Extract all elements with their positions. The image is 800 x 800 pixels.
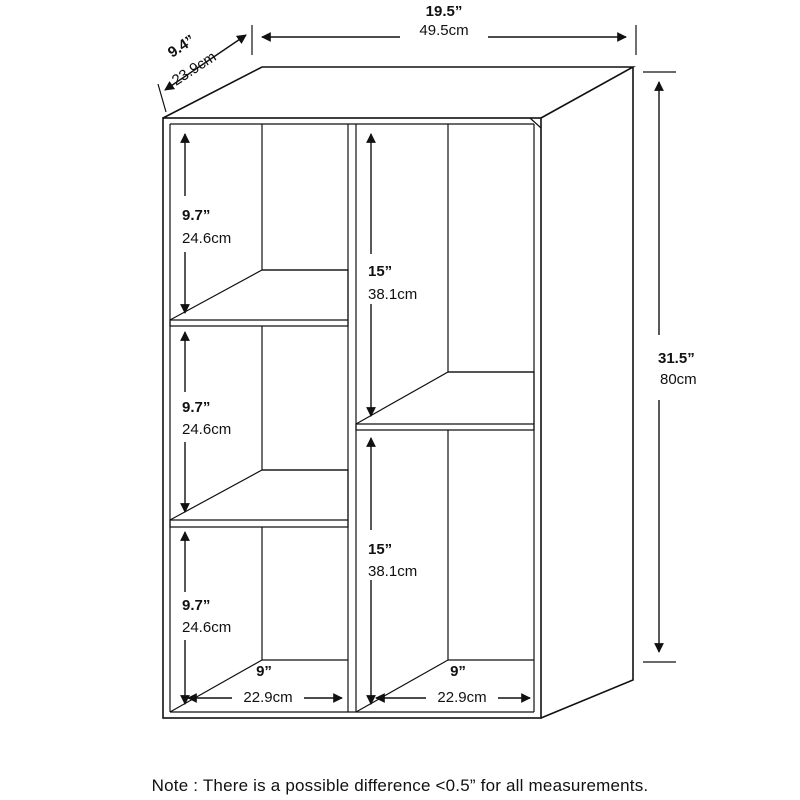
height-cm: 80cm xyxy=(660,371,697,388)
right-cubby-2-inches: 15” xyxy=(368,541,392,558)
cubby-width-dimensions: 9” 22.9cm 9” 22.9cm xyxy=(187,663,531,706)
right-width-inches: 9” xyxy=(450,663,466,680)
right-cubby-1-inches: 15” xyxy=(368,263,392,280)
width-inches: 19.5” xyxy=(426,3,463,20)
left-cubby-2-cm: 24.6cm xyxy=(182,421,231,438)
cabinet-side xyxy=(540,67,634,719)
left-width-inches: 9” xyxy=(256,663,272,680)
measurement-note: Note : There is a possible difference <0… xyxy=(151,776,649,795)
right-width-cm: 22.9cm xyxy=(437,689,486,706)
depth-dimension: 9.4” 23.9cm xyxy=(157,32,247,113)
left-cubby-1-inches: 9.7” xyxy=(182,207,210,224)
right-cubby-2-cm: 38.1cm xyxy=(368,563,417,580)
left-cubby-1-cm: 24.6cm xyxy=(182,230,231,247)
cabinet-front xyxy=(162,117,542,719)
left-cubby-dimensions: 9.7” 24.6cm 9.7” 24.6cm 9.7” 24.6cm xyxy=(180,133,231,705)
right-cubby-1-cm: 38.1cm xyxy=(368,286,417,303)
depth-inches: 9.4” xyxy=(165,32,198,62)
right-cubby-dimensions: 15” 38.1cm 15” 38.1cm xyxy=(366,133,417,705)
left-cubby-2-inches: 9.7” xyxy=(182,399,210,416)
right-column xyxy=(355,124,535,713)
width-dimension: 19.5” 49.5cm xyxy=(251,3,637,55)
left-shelf-2 xyxy=(169,469,349,528)
left-cubby-3-inches: 9.7” xyxy=(182,597,210,614)
left-cubby-3-cm: 24.6cm xyxy=(182,619,231,636)
left-width-cm: 22.9cm xyxy=(243,689,292,706)
left-shelf-1 xyxy=(169,269,349,327)
height-dimension: 31.5” 80cm xyxy=(643,71,697,663)
width-cm: 49.5cm xyxy=(419,22,468,39)
right-shelf-1 xyxy=(355,371,535,431)
cabinet-outline xyxy=(162,66,637,719)
cabinet-top xyxy=(162,66,637,119)
height-inches: 31.5” xyxy=(658,350,695,367)
